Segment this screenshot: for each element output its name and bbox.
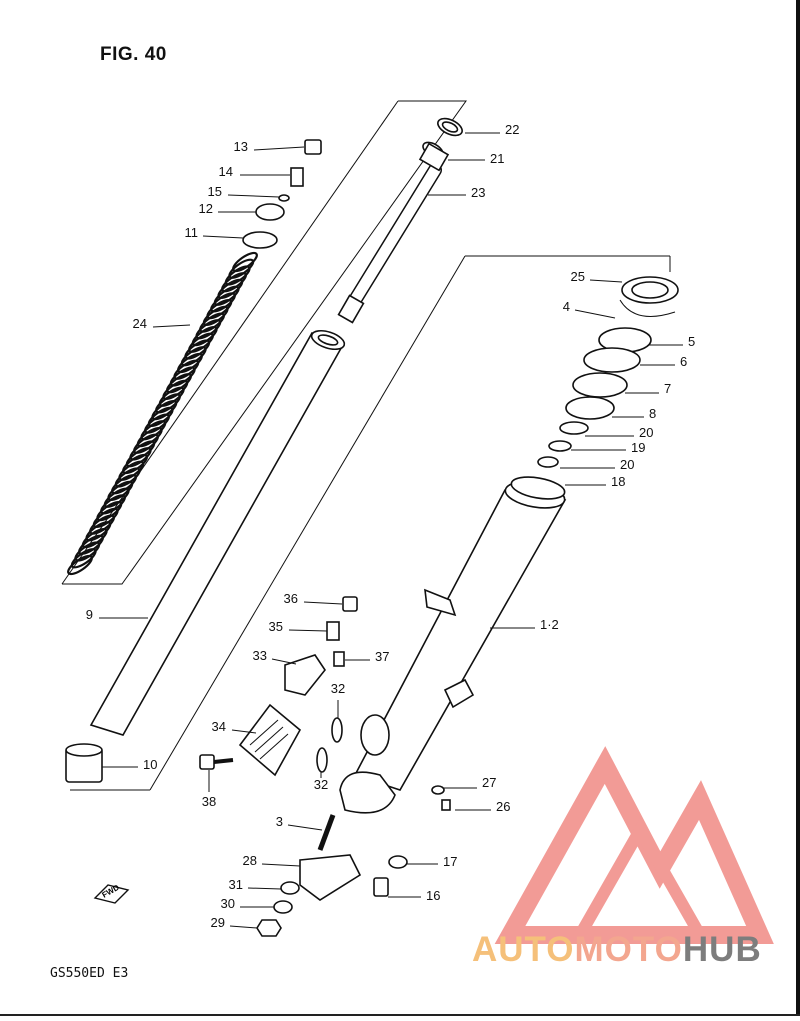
callout-c33: 33 — [253, 648, 267, 663]
callout-c3: 3 — [276, 814, 283, 829]
callout-c35: 35 — [269, 619, 283, 634]
model-code: GS550ED E3 — [50, 966, 129, 981]
callout-c11: 11 — [185, 225, 199, 240]
page-edge — [796, 0, 800, 1016]
leader-c31 — [247, 887, 282, 890]
top-bolt — [242, 139, 322, 249]
watermark-part1: AUTO — [472, 930, 575, 969]
callout-c12: 12 — [199, 201, 213, 216]
callout-c37: 37 — [375, 649, 389, 664]
callout-c23: 23 — [471, 185, 485, 200]
callout-c19: 19 — [631, 440, 645, 455]
callout-c25: 25 — [571, 269, 585, 284]
callout-c16: 16 — [426, 888, 440, 903]
oil-seal-stack — [537, 276, 679, 468]
spring-coil — [67, 554, 93, 576]
spring-group-bracket — [61, 100, 467, 585]
callout-c36: 36 — [284, 591, 298, 606]
fork-spring — [67, 251, 258, 576]
callout-c5: 5 — [688, 334, 695, 349]
callout-c21: 21 — [490, 151, 504, 166]
callout-c10: 10 — [143, 757, 157, 772]
leader-c24 — [152, 324, 191, 328]
callout-c27: 27 — [482, 775, 496, 790]
leader-c36 — [303, 601, 343, 605]
callout-c26: 26 — [496, 799, 510, 814]
leader-c33 — [271, 658, 297, 665]
leader-lines — [99, 132, 683, 929]
callout-c29: 29 — [211, 915, 225, 930]
callout-c20b: 20 — [620, 457, 634, 472]
callout-c20a: 20 — [639, 425, 653, 440]
callout-c17: 17 — [443, 854, 457, 869]
watermark-part2: MOTO — [574, 930, 683, 969]
page-bottom-edge — [0, 1014, 800, 1016]
figure-title: FIG. 40 — [100, 44, 167, 65]
callout-c7: 7 — [664, 381, 671, 396]
callout-c32a: 32 — [331, 681, 345, 696]
callout-c4: 4 — [563, 299, 570, 314]
watermark-text: AUTOMOTOHUB — [472, 930, 762, 970]
leader-c35 — [288, 629, 328, 632]
callout-c32b: 32 — [314, 777, 328, 792]
callout-labels: 13141512112422212325456782019201891·2363… — [86, 122, 695, 930]
watermark-part3: HUB — [682, 930, 762, 969]
leader-c28 — [261, 863, 301, 867]
callout-c8: 8 — [649, 406, 656, 421]
callout-c38: 38 — [202, 794, 216, 809]
callout-c13: 13 — [234, 139, 248, 154]
slide-bushing — [65, 743, 103, 783]
callout-c14: 14 — [219, 164, 233, 179]
callout-c24: 24 — [133, 316, 147, 331]
leader-c34 — [231, 729, 257, 734]
leader-c29 — [229, 925, 258, 929]
callout-c6: 6 — [680, 354, 687, 369]
leader-c25 — [589, 279, 623, 283]
watermark-logo — [494, 746, 774, 944]
leader-c11 — [202, 235, 244, 239]
leader-c4 — [574, 309, 616, 319]
callout-c15: 15 — [208, 184, 222, 199]
damper-rod — [337, 117, 463, 324]
callout-c1-2: 1·2 — [540, 617, 559, 632]
callout-c34: 34 — [212, 719, 226, 734]
leader-c15 — [227, 194, 280, 198]
leader-c13 — [253, 146, 305, 151]
fwd-arrow-icon: FWD — [93, 883, 130, 904]
tube-group-bracket — [70, 255, 671, 791]
lower-small-parts — [199, 596, 451, 937]
inner-tube — [89, 329, 346, 736]
leader-c3 — [287, 824, 323, 831]
callout-c9: 9 — [86, 607, 93, 622]
callout-c31: 31 — [229, 877, 243, 892]
callout-c30: 30 — [221, 896, 235, 911]
outer-tube — [339, 476, 567, 814]
callout-c18: 18 — [611, 474, 625, 489]
callout-c22: 22 — [505, 122, 519, 137]
callout-c28: 28 — [243, 853, 257, 868]
